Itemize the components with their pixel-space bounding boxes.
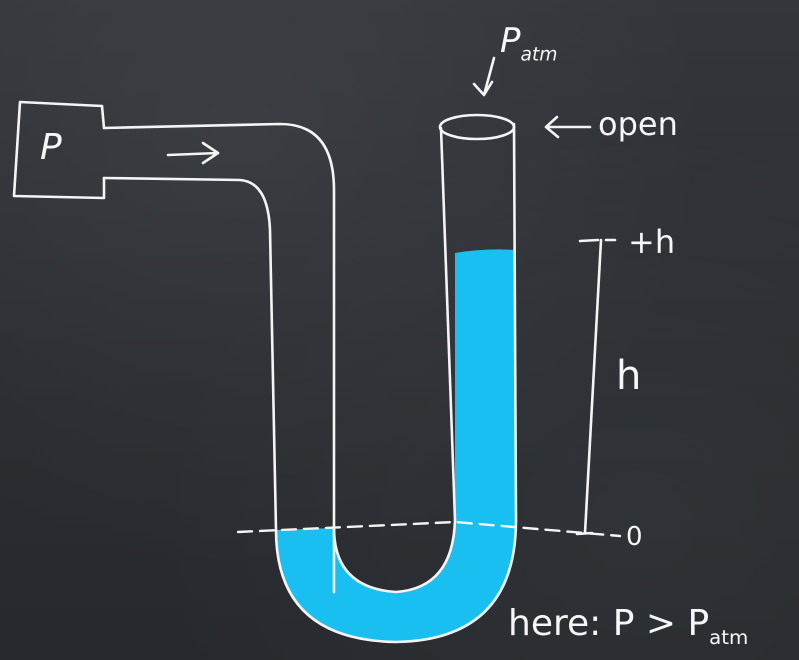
atmospheric-pressure-label: Patm: [500, 24, 558, 65]
open-end-ellipse: [438, 113, 516, 141]
fluid-right-column: [276, 249, 516, 642]
u-tube-inner-bottom: [332, 518, 457, 594]
right-leg-outer-wall: [512, 122, 518, 522]
plus-h-label: +h: [628, 223, 676, 261]
right-leg-inner-wall: [439, 126, 457, 522]
pressure-box-top-edge: [100, 104, 106, 130]
open-arrow-icon: [544, 115, 592, 139]
patm-sub: atm: [520, 44, 558, 66]
open-label: open: [598, 105, 678, 143]
u-tube-outer-bottom: [274, 518, 518, 644]
h-label: h: [616, 353, 642, 399]
patm-main: P: [500, 21, 521, 61]
pipe-outer-wall: [102, 122, 336, 594]
pressure-box: [12, 100, 106, 200]
pipe-inner-wall: [102, 176, 278, 532]
pressure-label: P: [40, 127, 62, 168]
flow-arrow-icon: [166, 141, 220, 165]
zero-reference-line: [236, 520, 622, 538]
condition-sub: atm: [709, 625, 749, 649]
condition-main: here: P > P: [508, 603, 710, 644]
patm-arrow-icon: [472, 56, 496, 97]
condition-label: here: P > Patm: [508, 606, 748, 648]
zero-label: 0: [626, 522, 643, 552]
height-scale-bar: [583, 238, 603, 535]
height-tick-top: [578, 238, 600, 243]
